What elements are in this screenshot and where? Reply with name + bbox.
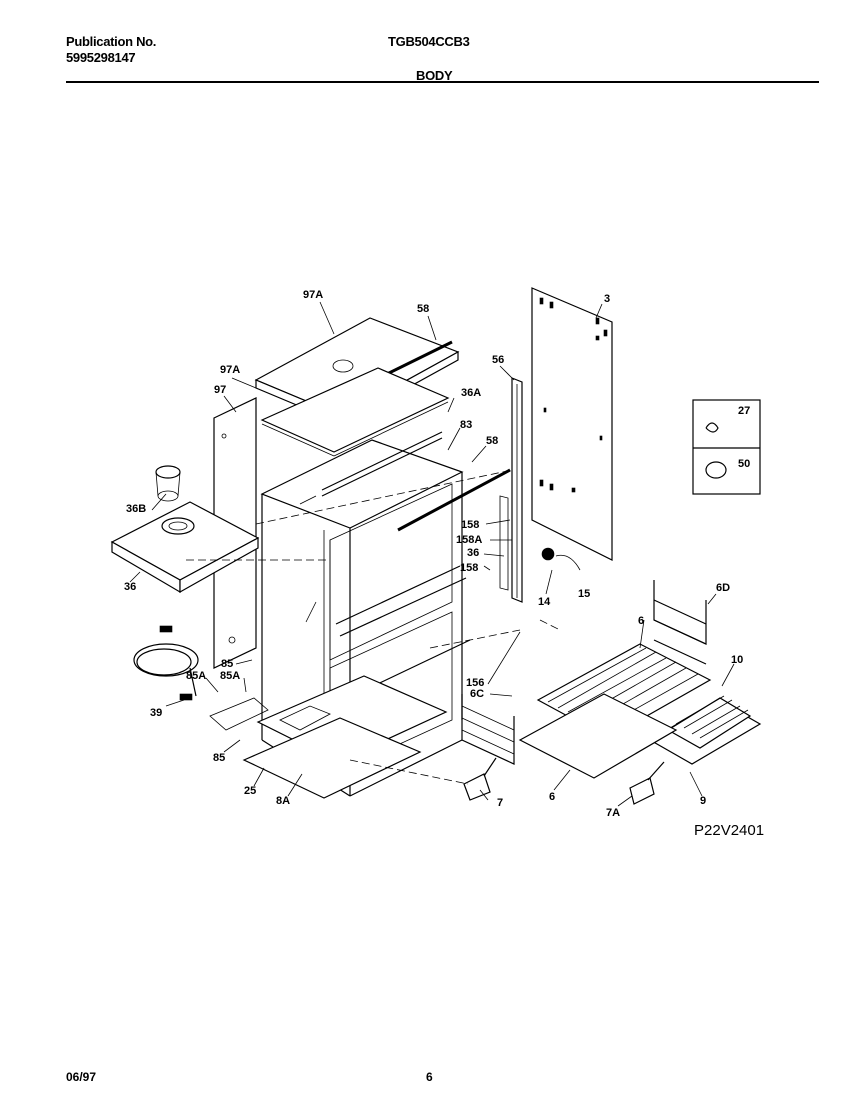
door-hinges: [463, 547, 665, 805]
callout-85: 85: [221, 658, 233, 670]
back-panel: [531, 287, 613, 561]
callout-15: 15: [578, 588, 590, 600]
callout-10: 10: [731, 654, 743, 666]
callout-158-a: 158: [461, 519, 479, 531]
footer-page-number: 6: [426, 1070, 433, 1084]
callout-25: 25: [244, 785, 256, 797]
callout-8a: 8A: [276, 795, 290, 807]
diagram-code: P22V2401: [694, 822, 765, 839]
callout-58-top: 58: [417, 303, 429, 315]
callout-7: 7: [497, 797, 503, 809]
callout-85a-right: 85A: [220, 670, 240, 682]
callout-6c: 6C: [470, 688, 484, 700]
callout-6d: 6D: [716, 582, 730, 594]
vertical-trim-strip: [499, 377, 523, 603]
footer-date: 06/97: [66, 1070, 97, 1084]
callout-83: 83: [460, 419, 472, 431]
callout-6-lower: 6: [549, 791, 555, 803]
publication-number: 5995298147: [66, 50, 136, 65]
header-rule: [66, 81, 819, 83]
inner-top-plate: [260, 367, 450, 457]
inset-parts-box: [692, 399, 761, 495]
callout-9: 9: [700, 795, 706, 807]
callout-39: 39: [150, 707, 162, 719]
callout-36-mid: 36: [467, 547, 479, 559]
callout-56: 56: [492, 354, 504, 366]
callout-36a: 36A: [461, 387, 481, 399]
publication-label: Publication No.: [66, 34, 157, 49]
power-cord: [133, 625, 199, 701]
burner-box: [110, 465, 260, 594]
model-number: TGB504CCB3: [388, 34, 470, 49]
callout-85-lower: 85: [213, 752, 225, 764]
callout-97a-top: 97A: [303, 289, 323, 301]
broiler-pan: [648, 695, 762, 765]
callout-14: 14: [538, 596, 551, 608]
drawer-tray: [461, 693, 678, 779]
callout-50: 50: [738, 458, 750, 470]
section-title: BODY: [416, 68, 453, 83]
bottom-pans: [209, 675, 448, 799]
callout-158a: 158A: [456, 534, 482, 546]
callout-6: 6: [638, 615, 644, 627]
callout-7a: 7A: [606, 807, 620, 819]
callout-27: 27: [738, 405, 750, 417]
callout-58-mid: 58: [486, 435, 498, 447]
callout-158-b: 158: [460, 562, 478, 574]
callout-97: 97: [214, 384, 226, 396]
callout-85a-left: 85A: [186, 670, 206, 682]
callout-36: 36: [124, 581, 136, 593]
guide-lines: [186, 469, 561, 785]
callout-3: 3: [604, 293, 610, 305]
callout-97a: 97A: [220, 364, 240, 376]
leader-lines: [129, 301, 735, 807]
callout-156: 156: [466, 677, 484, 689]
callout-36b: 36B: [126, 503, 146, 515]
